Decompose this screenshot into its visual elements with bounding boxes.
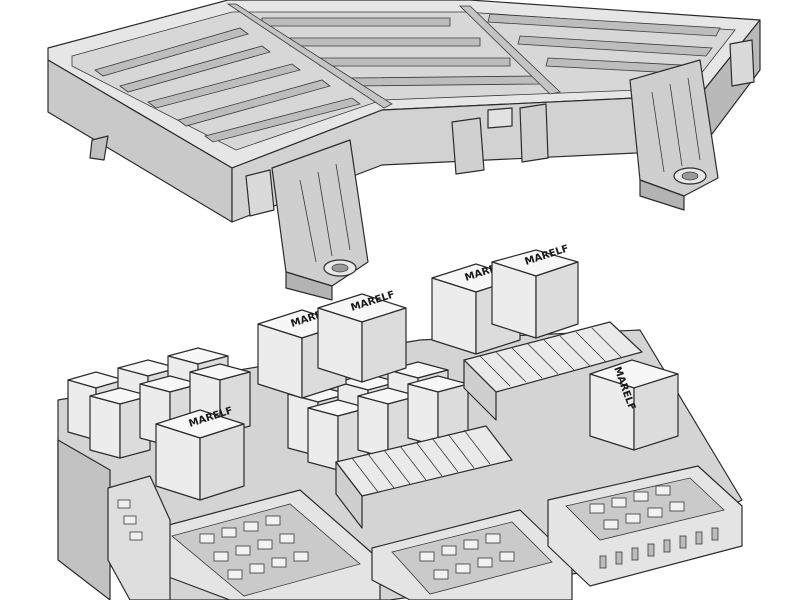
- connector-block-center: [371, 509, 573, 600]
- cover-compartment-dividers: [94, 3, 721, 143]
- cover-mounting-leg-left: [271, 139, 369, 301]
- cover-latch-clips: [89, 39, 755, 217]
- mini-relays-group: [67, 347, 469, 471]
- cover-mounting-leg-right: [629, 59, 719, 211]
- relay-large-3: MARELF: [317, 289, 407, 383]
- fuse-row-middle: [335, 425, 513, 529]
- relay-large-1: MARELF: [155, 405, 245, 501]
- relay-mini-11: [357, 387, 419, 459]
- connector-block-far-left: [107, 475, 171, 600]
- relay-large-6: MARELF: [589, 359, 679, 451]
- connector-blocks: [107, 465, 743, 600]
- fuse-row-upper-right: [463, 321, 643, 421]
- fuse-rows: [335, 321, 643, 529]
- fuse-box-cover-tray: [47, 0, 761, 301]
- relay-large-5: MARELF: [491, 243, 579, 339]
- relay-mini-12: [407, 375, 469, 447]
- relay-mini-4: [89, 387, 151, 459]
- connector-block-right: [547, 465, 743, 587]
